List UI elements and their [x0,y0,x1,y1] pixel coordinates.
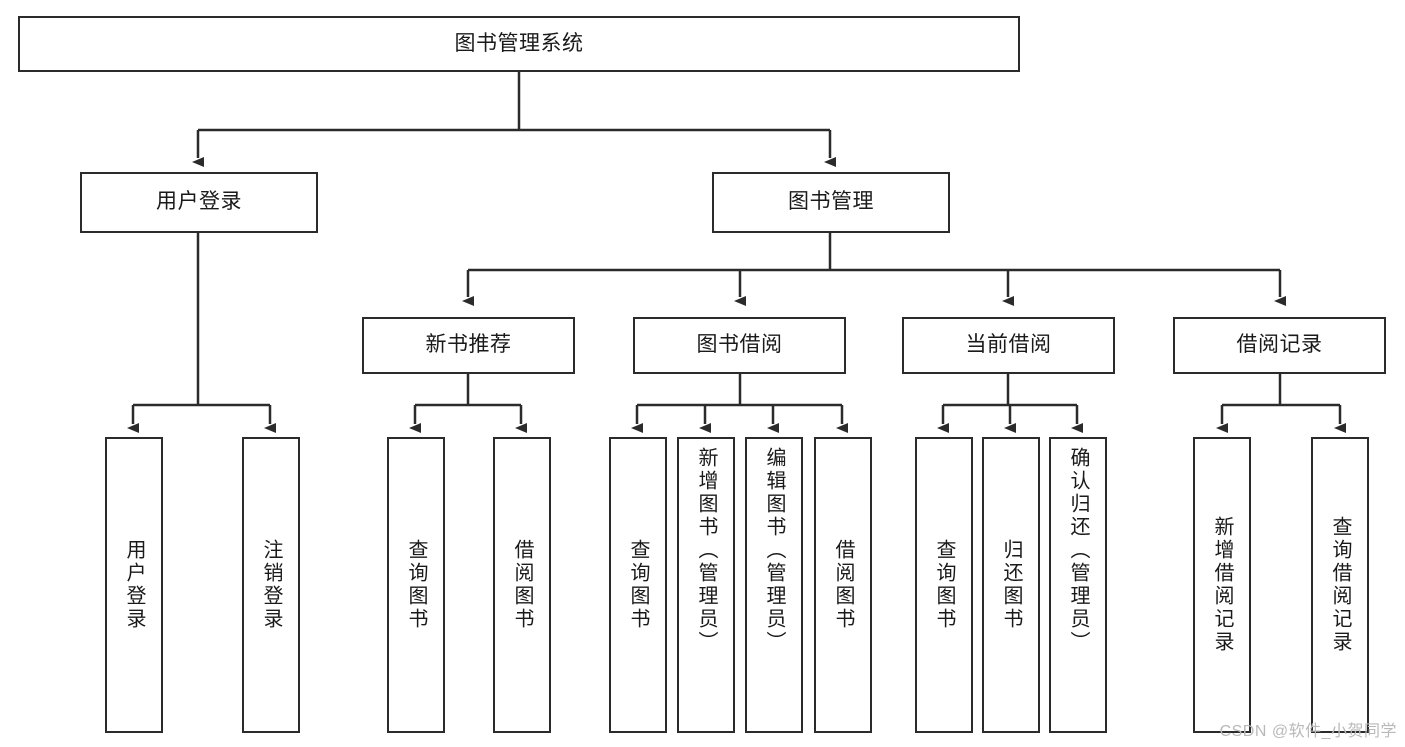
leaf-logout[interactable]: 注销登录 [242,437,300,733]
leaf-query-book-1[interactable]: 查询图书 [387,437,445,733]
node-book-borrow[interactable]: 图书借阅 [633,317,846,374]
leaf-borrow-book-1[interactable]: 借阅图书 [493,437,551,733]
node-user-login-label: 用户登录 [156,190,242,214]
leaf-query-book-3[interactable]: 查询图书 [915,437,973,733]
leaf-return-book-label: 归还图书 [1000,539,1022,631]
leaf-query-book-1-label: 查询图书 [405,539,427,631]
node-book-borrow-label: 图书借阅 [696,333,783,357]
leaf-query-book-2-label: 查询图书 [627,539,649,631]
node-current-borrow-label: 当前借阅 [965,333,1052,357]
leaf-confirm-return[interactable]: 确认归还（管理员） [1049,437,1107,733]
leaf-add-record[interactable]: 新增借阅记录 [1193,437,1251,733]
node-borrow-record-label: 借阅记录 [1236,333,1323,357]
leaf-add-book[interactable]: 新增图书（管理员） [677,437,735,733]
node-user-login[interactable]: 用户登录 [80,172,318,233]
leaf-add-record-label: 新增借阅记录 [1211,516,1233,654]
leaf-return-book[interactable]: 归还图书 [982,437,1040,733]
node-new-book-recommend-label: 新书推荐 [425,333,512,357]
watermark: CSDN @软件_小贺同学 [1219,723,1397,740]
node-book-management-label: 图书管理 [788,190,874,214]
leaf-confirm-return-label: 确认归还（管理员） [1067,447,1089,654]
leaf-edit-book[interactable]: 编辑图书（管理员） [745,437,803,733]
leaf-logout-label: 注销登录 [260,539,282,631]
leaf-query-book-2[interactable]: 查询图书 [609,437,667,733]
node-borrow-record[interactable]: 借阅记录 [1173,317,1386,374]
node-root[interactable]: 图书管理系统 [18,16,1020,72]
node-current-borrow[interactable]: 当前借阅 [902,317,1115,374]
leaf-query-record[interactable]: 查询借阅记录 [1311,437,1369,733]
leaf-query-record-label: 查询借阅记录 [1329,516,1351,654]
node-book-management[interactable]: 图书管理 [712,172,950,233]
leaf-query-book-3-label: 查询图书 [933,539,955,631]
node-new-book-recommend[interactable]: 新书推荐 [362,317,575,374]
leaf-user-login-label: 用户登录 [123,539,145,631]
leaf-borrow-book-2[interactable]: 借阅图书 [814,437,872,733]
leaf-add-book-label: 新增图书（管理员） [695,447,717,654]
leaf-user-login[interactable]: 用户登录 [105,437,163,733]
node-root-label: 图书管理系统 [454,31,584,55]
leaf-edit-book-label: 编辑图书（管理员） [763,447,785,654]
leaf-borrow-book-2-label: 借阅图书 [832,539,854,631]
leaf-borrow-book-1-label: 借阅图书 [511,539,533,631]
